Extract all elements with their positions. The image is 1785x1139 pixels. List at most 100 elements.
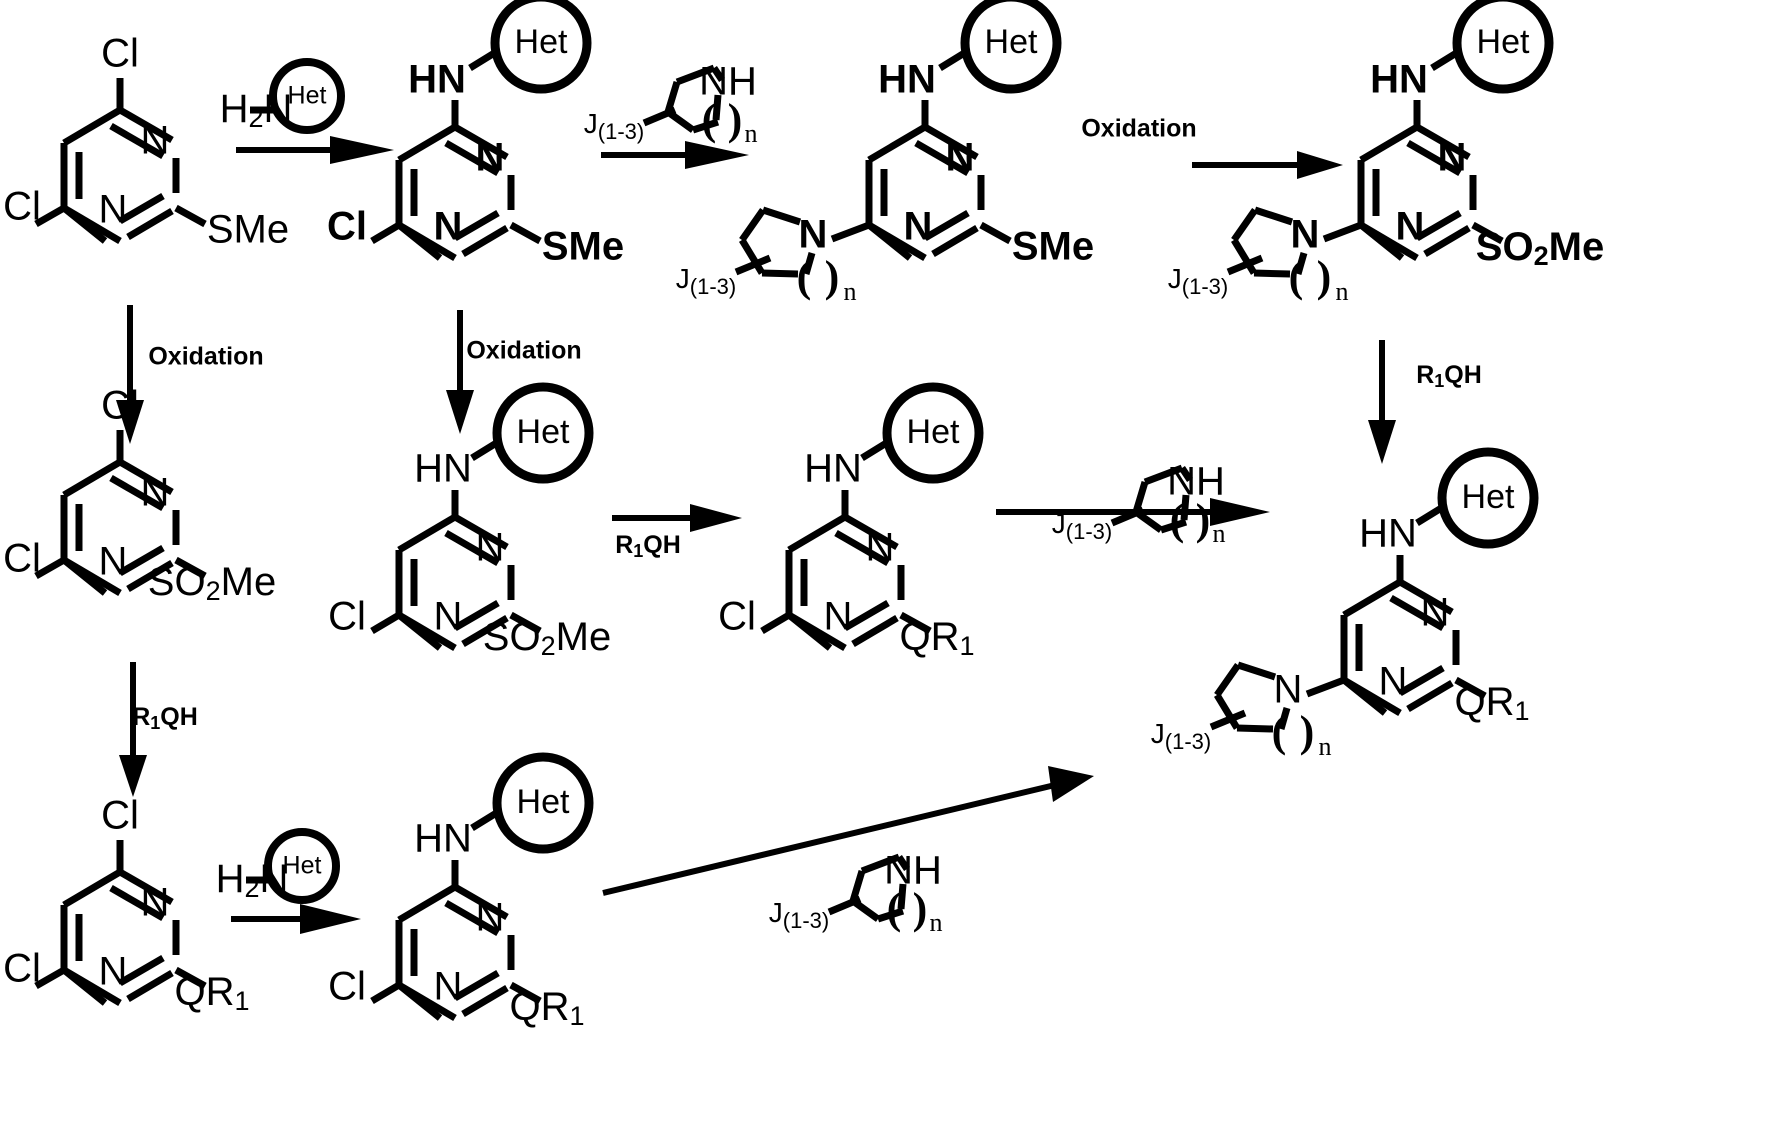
arrow-head-icon (1048, 766, 1094, 802)
atom-label-n: N (476, 526, 505, 570)
structure-s2: HN Het Cl N N SMe (327, 0, 624, 269)
condition-label-oxidation: Oxidation (1081, 115, 1196, 143)
arrow-head-icon (330, 136, 394, 164)
atom-label-n: N (1421, 591, 1450, 635)
atom-label-cl: Cl (3, 947, 41, 991)
condition-label-r1qh: R1QH (1416, 361, 1482, 391)
repeat-close-paren: ) (1317, 252, 1332, 301)
atom-label-cl: Cl (3, 537, 41, 581)
repeat-open-paren: ( (797, 252, 812, 301)
repeat-close-paren: ) (1300, 707, 1315, 756)
arrow-head-icon (119, 755, 147, 797)
atom-label-so2me: SO2Me (483, 615, 611, 662)
atom-label-n: N (99, 540, 128, 584)
het-ring-icon (1452, 0, 1554, 94)
reagent-azacycle-3: J(1-3) NH ( ) n (769, 849, 943, 937)
structure-s3: HN Het N N SMe N J(1-3) ( ) n (676, 0, 1094, 306)
het-ring-label: Het (1477, 23, 1530, 61)
arrow-a4: Oxidation (116, 305, 264, 444)
repeat-count-n: n (1213, 519, 1226, 548)
het-ring-label: Het (1462, 478, 1515, 516)
atom-label-n: N (141, 881, 170, 925)
atom-label-hn: HN (414, 817, 472, 861)
repeat-close-paren: ) (728, 95, 743, 144)
atom-label-hn: HN (804, 447, 862, 491)
atom-label-n-azacycle: N (799, 213, 828, 257)
arrow-a11 (602, 766, 1094, 896)
repeat-close-paren: ) (825, 252, 840, 301)
repeat-count-n: n (844, 277, 857, 306)
reagent-azacycle-1: J(1-3) NH ( ) n (584, 60, 758, 148)
j-substituent-label: J(1-3) (584, 108, 644, 143)
atom-label-cl: Cl (718, 595, 756, 639)
atom-label-n: N (1396, 205, 1425, 249)
atom-label-cl: Cl (101, 794, 139, 838)
structure-s5: Cl Cl N N SO2Me (3, 384, 276, 607)
atom-label-hn: HN (1370, 58, 1428, 102)
arrow-a10 (231, 904, 361, 934)
het-ring-label: Het (517, 783, 570, 821)
atom-label-n: N (141, 119, 170, 163)
atom-label-nh: NH (699, 60, 757, 104)
atom-label-n: N (476, 896, 505, 940)
het-ring-label: Het (283, 852, 322, 880)
atom-label-cl: Cl (328, 965, 366, 1009)
atom-label-n: N (99, 950, 128, 994)
atom-label-cl: Cl (3, 185, 41, 229)
repeat-open-paren: ( (1272, 707, 1287, 756)
atom-label-n: N (904, 205, 933, 249)
j-substituent-label: J(1-3) (676, 263, 736, 298)
j-substituent-label: J(1-3) (1168, 263, 1228, 298)
het-ring-icon (264, 828, 340, 904)
atom-label-cl: Cl (327, 205, 367, 249)
j-substituent-label: J(1-3) (1151, 718, 1211, 753)
repeat-open-paren: ( (887, 884, 902, 933)
atom-label-n: N (434, 595, 463, 639)
atom-label-sme: SMe (207, 208, 289, 252)
arrow-head-icon (1297, 151, 1343, 179)
arrow-a6: R1QH (1368, 340, 1482, 464)
structure-s10: HN Het N N Cl QR1 (328, 752, 594, 1031)
het-ring-icon (492, 752, 594, 854)
het-ring-label: Het (288, 82, 327, 110)
arrow-a7: R1QH (612, 504, 742, 561)
het-ring-icon (960, 0, 1062, 94)
amine-label: H2N (216, 857, 289, 904)
atom-label-cl: Cl (328, 595, 366, 639)
arrow-a2 (601, 141, 749, 169)
atom-label-cl: Cl (101, 384, 139, 428)
structure-s6: HN Het N N Cl SO2Me (328, 382, 611, 662)
atom-label-cl: Cl (101, 32, 139, 76)
atom-label-hn: HN (1359, 512, 1417, 556)
het-ring-icon (490, 0, 592, 94)
j-substituent-label: J(1-3) (1052, 508, 1112, 543)
atom-label-sme: SMe (542, 225, 624, 269)
atom-label-hn: HN (408, 58, 466, 102)
atom-label-qr1: QR1 (174, 970, 249, 1017)
atom-label-qr1: QR1 (1454, 680, 1529, 727)
arrow-a3: Oxidation (1081, 115, 1343, 179)
arrow-head-icon (116, 400, 144, 444)
arrow-a8 (996, 498, 1270, 526)
atom-label-n: N (824, 595, 853, 639)
reagent-amine-het-2: Het H2N (216, 828, 340, 904)
repeat-open-paren: ( (1170, 495, 1185, 544)
arrow-a9: R1QH (119, 662, 198, 797)
arrow-head-icon (685, 141, 749, 169)
atom-label-n: N (434, 205, 463, 249)
repeat-open-paren: ( (1289, 252, 1304, 301)
het-ring-icon (492, 382, 594, 484)
atom-label-n-azacycle: N (1291, 213, 1320, 257)
structure-s1: Cl Cl N N SMe (3, 32, 289, 252)
arrow-a5: Oxidation (446, 310, 582, 434)
atom-label-nh: NH (1167, 460, 1225, 504)
atom-label-hn: HN (878, 58, 936, 102)
atom-label-n: N (946, 136, 975, 180)
structure-s9: Cl Cl N N QR1 (3, 794, 249, 1017)
arrow-head-icon (300, 904, 361, 934)
atom-label-n: N (1379, 660, 1408, 704)
arrow-head-icon (1368, 420, 1396, 464)
repeat-count-n: n (930, 908, 943, 937)
het-ring-icon (882, 382, 984, 484)
